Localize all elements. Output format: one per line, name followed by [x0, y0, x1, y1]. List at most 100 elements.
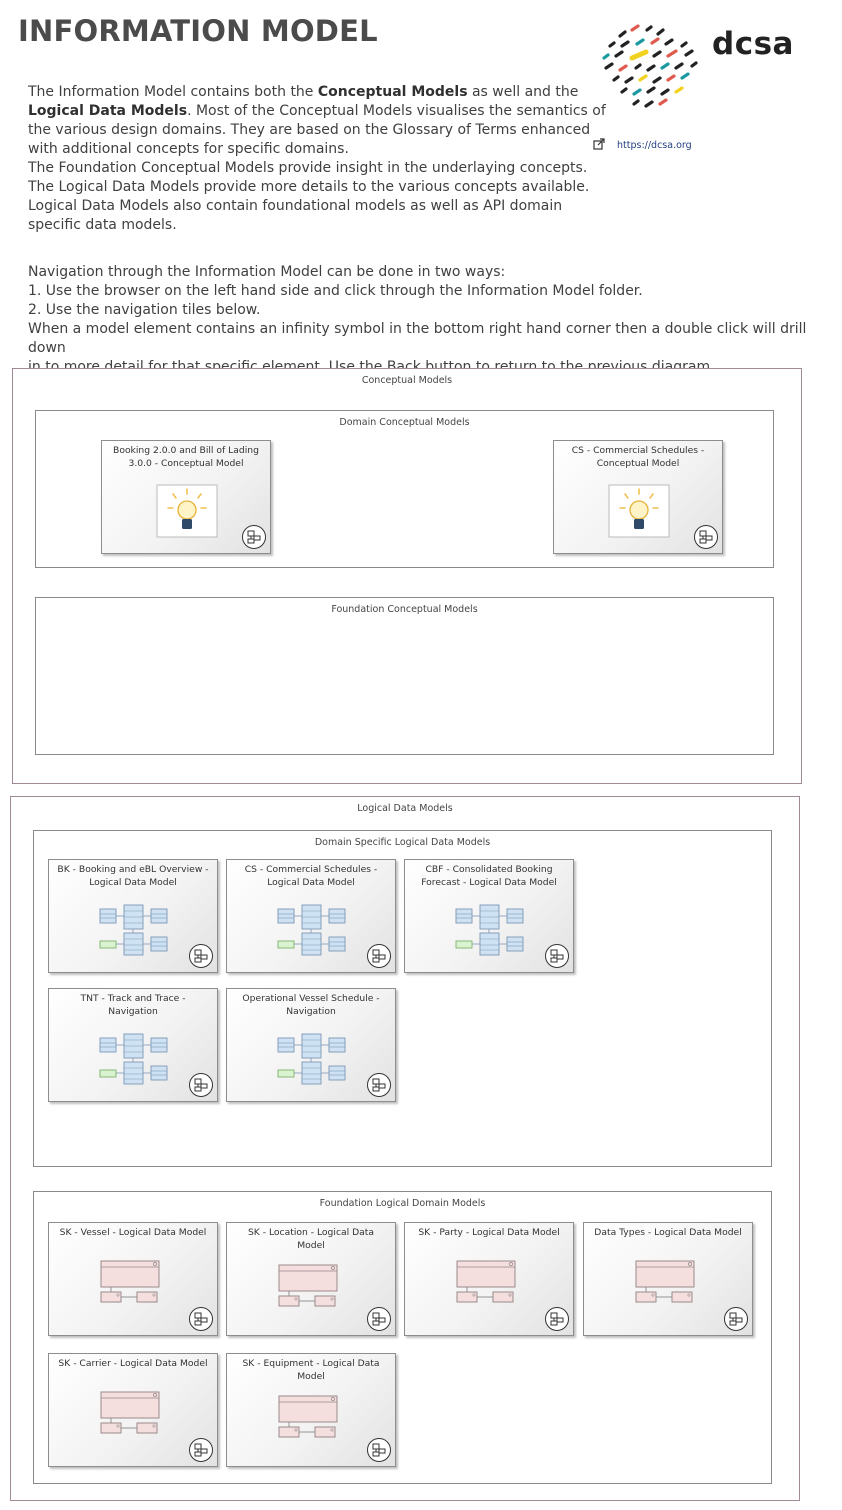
navigation-line: When a model element contains an infinit…: [28, 321, 807, 356]
drill-down-icon[interactable]: [367, 1307, 391, 1331]
navigation-text: Navigation through the Information Model…: [28, 263, 842, 377]
tile-label: SK - Vessel - Logical Data Model: [55, 1226, 211, 1239]
tile-label-line: CS - Commercial Schedules -: [244, 864, 378, 875]
foundation-conceptual-models-frame[interactable]: Foundation Conceptual Models: [35, 597, 774, 755]
tile-label-line: Navigation: [108, 1006, 158, 1017]
tile-label-line: Forecast - Logical Data Model: [421, 877, 557, 888]
class-diagram-icon: [456, 1260, 516, 1303]
intro-emphasis: Logical Data Models: [28, 103, 188, 119]
intro-line: . Most of the Conceptual Models visualis…: [187, 103, 606, 119]
frame-label: Logical Data Models: [357, 803, 453, 814]
dcsa-website-link[interactable]: https://dcsa.org: [617, 140, 692, 151]
intro-line: The Information Model contains both the: [28, 84, 318, 100]
frame-label: Domain Specific Logical Data Models: [314, 837, 491, 848]
tile-label: SK - Carrier - Logical Data Model: [55, 1357, 211, 1370]
entity-relationship-diagram-icon: [455, 904, 524, 956]
intro-emphasis: Conceptual Models: [317, 84, 468, 100]
tile-label-line: Model: [297, 1371, 325, 1382]
intro-line: as well and the: [467, 84, 579, 100]
tile-label-line: SK - Carrier - Logical Data Model: [58, 1358, 208, 1369]
drill-down-icon[interactable]: [189, 944, 213, 968]
tile-label: CS - Commercial Schedules - Conceptual Mo…: [560, 444, 716, 470]
navigation-line: Navigation through the Information Model…: [28, 264, 506, 280]
tile-label-line: Model: [297, 1240, 325, 1251]
tile-label-line: TNT - Track and Trace -: [80, 993, 186, 1004]
frame-label: Domain Conceptual Models: [339, 417, 470, 428]
tile-label-line: 3.0.0 - Conceptual Model: [128, 458, 244, 469]
external-link-icon[interactable]: [593, 138, 605, 150]
intro-line: Logical Data Models also contain foundat…: [28, 198, 563, 214]
navigation-line: 2. Use the navigation tiles below.: [28, 302, 261, 318]
logical-data-model-tile[interactable]: Operational Vessel Schedule - Navigation: [226, 988, 396, 1102]
class-diagram-icon: [635, 1260, 695, 1303]
foundation-logical-model-tile[interactable]: SK - Carrier - Logical Data Model: [48, 1353, 218, 1467]
class-diagram-icon: [278, 1395, 338, 1438]
drill-down-icon[interactable]: [189, 1438, 213, 1462]
foundation-logical-model-tile[interactable]: Data Types - Logical Data Model: [583, 1222, 753, 1336]
drill-down-icon[interactable]: [694, 525, 718, 549]
intro-line: specific data models.: [28, 217, 177, 233]
entity-relationship-diagram-icon: [277, 1033, 346, 1085]
frame-label: Conceptual Models: [361, 375, 453, 386]
logical-data-model-tile[interactable]: CS - Commercial Schedules - Logical Data …: [226, 859, 396, 973]
foundation-logical-model-tile[interactable]: SK - Party - Logical Data Model: [404, 1222, 574, 1336]
entity-relationship-diagram-icon: [277, 904, 346, 956]
tile-label-line: CBF - Consolidated Booking: [425, 864, 553, 875]
tile-label: Booking 2.0.0 and Bill of Lading 3.0.0 - …: [108, 444, 264, 470]
tile-label-line: Data Types - Logical Data Model: [594, 1227, 742, 1238]
tile-label: TNT - Track and Trace - Navigation: [55, 992, 211, 1018]
tile-label: Data Types - Logical Data Model: [590, 1226, 746, 1239]
conceptual-model-tile[interactable]: Booking 2.0.0 and Bill of Lading 3.0.0 - …: [101, 440, 271, 554]
logical-data-model-tile[interactable]: TNT - Track and Trace - Navigation: [48, 988, 218, 1102]
class-diagram-icon: [100, 1260, 160, 1303]
foundation-logical-model-tile[interactable]: SK - Vessel - Logical Data Model: [48, 1222, 218, 1336]
tile-label-line: CS - Commercial Schedules -: [571, 445, 705, 456]
drill-down-icon[interactable]: [545, 944, 569, 968]
tile-label-line: SK - Vessel - Logical Data Model: [59, 1227, 207, 1238]
drill-down-icon[interactable]: [367, 1073, 391, 1097]
logical-data-model-tile[interactable]: BK - Booking and eBL Overview - Logical D…: [48, 859, 218, 973]
class-diagram-icon: [100, 1391, 160, 1434]
tile-label-line: Conceptual Model: [596, 458, 680, 469]
intro-text: The Information Model contains both the …: [28, 83, 606, 235]
drill-down-icon[interactable]: [367, 1438, 391, 1462]
tile-label: Operational Vessel Schedule - Navigation: [233, 992, 389, 1018]
drill-down-icon[interactable]: [242, 525, 266, 549]
tile-label-line: Operational Vessel Schedule -: [242, 993, 380, 1004]
entity-relationship-diagram-icon: [99, 904, 168, 956]
drill-down-icon[interactable]: [545, 1307, 569, 1331]
dcsa-logo-mark-icon: [602, 24, 698, 108]
frame-label: Foundation Logical Domain Models: [319, 1198, 486, 1209]
tile-label-line: Navigation: [286, 1006, 336, 1017]
tile-label-line: BK - Booking and eBL Overview -: [57, 864, 209, 875]
tile-label-line: Logical Data Model: [267, 877, 355, 888]
lightbulb-icon: [156, 484, 218, 538]
intro-line: the various design domains. They are bas…: [28, 122, 591, 138]
dcsa-logo-text: dcsa: [712, 26, 794, 62]
intro-line: The Logical Data Models provide more det…: [28, 179, 590, 195]
drill-down-icon[interactable]: [367, 944, 391, 968]
lightbulb-icon: [608, 484, 670, 538]
intro-line: The Foundation Conceptual Models provide…: [28, 160, 588, 176]
tile-label-line: SK - Party - Logical Data Model: [418, 1227, 560, 1238]
frame-label: Foundation Conceptual Models: [331, 604, 478, 615]
page-title: INFORMATION MODEL: [18, 14, 378, 48]
conceptual-model-tile[interactable]: CS - Commercial Schedules - Conceptual Mo…: [553, 440, 723, 554]
drill-down-icon[interactable]: [189, 1073, 213, 1097]
tile-label-line: SK - Location - Logical Data: [247, 1227, 375, 1238]
tile-label: BK - Booking and eBL Overview - Logical D…: [55, 863, 211, 889]
drill-down-icon[interactable]: [724, 1307, 748, 1331]
tile-label-line: Booking 2.0.0 and Bill of Lading: [113, 445, 259, 456]
drill-down-icon[interactable]: [189, 1307, 213, 1331]
entity-relationship-diagram-icon: [99, 1033, 168, 1085]
tile-label-line: SK - Equipment - Logical Data: [242, 1358, 380, 1369]
tile-label-line: Logical Data Model: [89, 877, 177, 888]
navigation-line: 1. Use the browser on the left hand side…: [28, 283, 643, 299]
tile-label: SK - Party - Logical Data Model: [411, 1226, 567, 1239]
